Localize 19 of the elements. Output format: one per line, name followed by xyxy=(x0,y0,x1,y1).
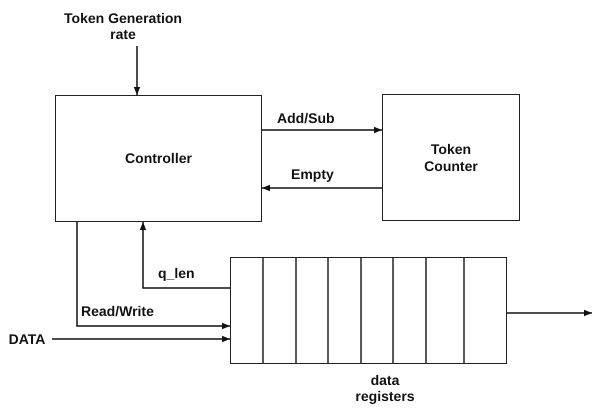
block-label: Controller xyxy=(125,150,192,167)
node-label: data registers xyxy=(354,372,416,404)
block-box xyxy=(55,95,262,222)
edge-label: q_len xyxy=(157,266,196,280)
signal-label: Token Generation rate xyxy=(58,6,188,46)
arrow xyxy=(134,46,140,95)
arrow xyxy=(76,222,230,330)
arrow xyxy=(262,126,382,134)
arrow xyxy=(52,336,230,342)
edge-label: Read/Write xyxy=(80,304,155,318)
arrow xyxy=(262,184,382,192)
register-array xyxy=(230,257,507,364)
arrow xyxy=(140,222,230,289)
block-label: Token Counter xyxy=(423,141,479,174)
edge-label: Add/Sub xyxy=(276,111,336,125)
block-box xyxy=(382,94,520,221)
arrow xyxy=(507,310,592,316)
signal-label: DATA xyxy=(2,330,52,348)
edge-label: Empty xyxy=(290,167,335,181)
